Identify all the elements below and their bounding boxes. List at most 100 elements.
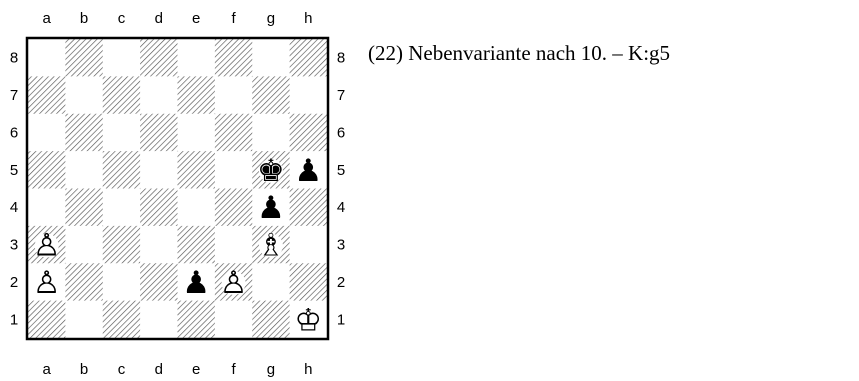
square-h3 bbox=[289, 225, 328, 264]
rank-label-left: 8 bbox=[10, 50, 18, 67]
square-e3 bbox=[177, 225, 216, 264]
file-label-bottom: d bbox=[155, 361, 163, 378]
square-e8 bbox=[177, 39, 216, 77]
rank-label-left: 4 bbox=[10, 199, 18, 216]
piece-backdrop bbox=[34, 233, 59, 258]
square-h4 bbox=[289, 188, 328, 227]
square-d2 bbox=[140, 263, 178, 301]
black-king-icon: ♚ bbox=[257, 153, 285, 189]
black-pawn-icon: ♟ bbox=[257, 190, 285, 226]
square-b1 bbox=[65, 300, 104, 339]
square-b8 bbox=[65, 39, 104, 77]
square-f3 bbox=[214, 225, 253, 264]
square-e4 bbox=[177, 188, 216, 227]
square-h7 bbox=[289, 76, 328, 115]
white-bishop-icon: ♗ bbox=[257, 228, 285, 264]
square-a6 bbox=[28, 113, 66, 152]
board-squares bbox=[28, 39, 328, 339]
file-label-bottom: c bbox=[118, 361, 126, 378]
square-e1 bbox=[177, 300, 216, 339]
position-caption: (22) Nebenvariante nach 10. – K:g5 bbox=[368, 41, 671, 65]
rank-label-left: 2 bbox=[10, 274, 18, 291]
square-c4 bbox=[102, 188, 141, 227]
square-g2 bbox=[252, 263, 290, 301]
black-pawn-icon: ♟ bbox=[294, 153, 322, 189]
white-pawn-icon: ♙ bbox=[220, 265, 248, 301]
square-h8 bbox=[289, 39, 328, 77]
piece-backdrop bbox=[296, 158, 321, 183]
square-e6 bbox=[177, 113, 216, 152]
piece-backdrop bbox=[184, 270, 209, 295]
square-g7 bbox=[252, 76, 290, 115]
square-d4 bbox=[140, 188, 178, 227]
board-border bbox=[25, 36, 330, 341]
file-label-bottom: h bbox=[304, 361, 312, 378]
square-d1 bbox=[140, 300, 178, 339]
square-b2 bbox=[65, 263, 104, 301]
square-g1 bbox=[252, 300, 290, 339]
file-label-top: g bbox=[267, 10, 275, 27]
file-label-bottom: e bbox=[192, 361, 200, 378]
file-label-top: a bbox=[43, 10, 52, 27]
file-label-bottom: b bbox=[80, 361, 88, 378]
piece-backdrop bbox=[221, 270, 246, 295]
square-g6 bbox=[252, 113, 290, 152]
piece-backdrop bbox=[34, 270, 59, 295]
square-f8 bbox=[214, 39, 253, 77]
file-label-top: d bbox=[155, 10, 163, 27]
square-e5 bbox=[177, 151, 216, 189]
square-c1 bbox=[102, 300, 141, 339]
file-label-top: b bbox=[80, 10, 88, 27]
white-pawn-icon: ♙ bbox=[33, 228, 61, 264]
square-e7 bbox=[177, 76, 216, 115]
board-pieces: ♚♟♟♙♗♙♟♙♔ bbox=[33, 153, 322, 339]
rank-label-right: 4 bbox=[337, 199, 345, 216]
rank-label-left: 1 bbox=[10, 311, 18, 328]
file-label-bottom: a bbox=[43, 361, 52, 378]
white-pawn-icon: ♙ bbox=[33, 265, 61, 301]
square-c3 bbox=[102, 225, 141, 264]
rank-label-left: 3 bbox=[10, 237, 18, 254]
square-c6 bbox=[102, 113, 141, 152]
square-c8 bbox=[102, 39, 141, 77]
square-d3 bbox=[140, 225, 178, 264]
white-king-icon: ♔ bbox=[294, 302, 322, 338]
square-a5 bbox=[28, 151, 66, 189]
square-f7 bbox=[214, 76, 253, 115]
square-b5 bbox=[65, 151, 104, 189]
file-label-top: e bbox=[192, 10, 200, 27]
piece-backdrop bbox=[296, 308, 321, 333]
file-label-bottom: f bbox=[231, 361, 236, 378]
rank-label-right: 8 bbox=[337, 50, 345, 67]
square-a8 bbox=[28, 39, 66, 77]
file-label-top: c bbox=[118, 10, 126, 27]
square-h6 bbox=[289, 113, 328, 152]
square-d5 bbox=[140, 151, 178, 189]
rank-label-left: 5 bbox=[10, 162, 18, 179]
square-d8 bbox=[140, 39, 178, 77]
square-c5 bbox=[102, 151, 141, 189]
square-c7 bbox=[102, 76, 141, 115]
file-label-bottom: g bbox=[267, 361, 275, 378]
square-b7 bbox=[65, 76, 104, 115]
square-a7 bbox=[28, 76, 66, 115]
black-pawn-icon: ♟ bbox=[182, 265, 210, 301]
square-c2 bbox=[102, 263, 141, 301]
square-d7 bbox=[140, 76, 178, 115]
piece-backdrop bbox=[258, 158, 283, 183]
file-label-top: h bbox=[304, 10, 312, 27]
square-f1 bbox=[214, 300, 253, 339]
square-b4 bbox=[65, 188, 104, 227]
square-a1 bbox=[28, 300, 66, 339]
rank-label-right: 6 bbox=[337, 124, 345, 141]
rank-label-left: 7 bbox=[10, 87, 18, 104]
rank-label-left: 6 bbox=[10, 124, 18, 141]
square-g8 bbox=[252, 39, 290, 77]
piece-backdrop bbox=[258, 196, 283, 221]
square-f5 bbox=[214, 151, 253, 189]
square-h2 bbox=[289, 263, 328, 301]
square-f4 bbox=[214, 188, 253, 227]
square-b3 bbox=[65, 225, 104, 264]
